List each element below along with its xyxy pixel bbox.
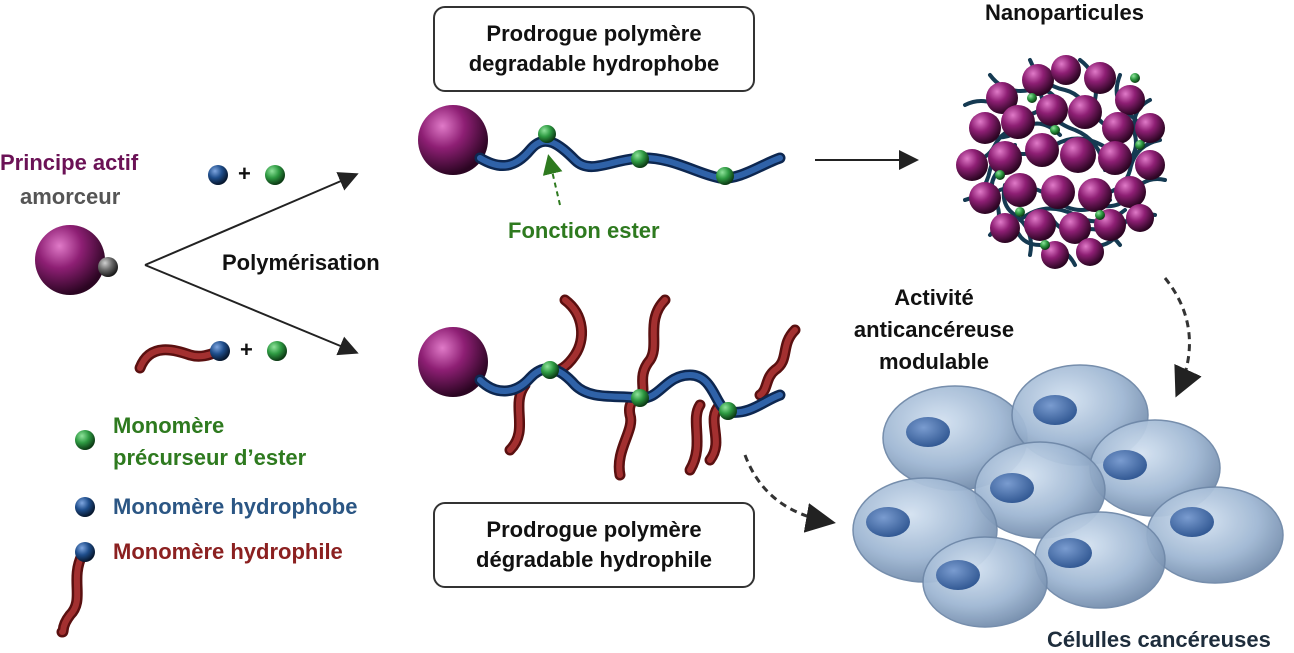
cellules-label: Célulles cancéreuses	[1047, 627, 1271, 652]
legend-hydrophobe-icon	[75, 497, 95, 517]
hydrophobic-prodrug-box: Prodrogue polymère degradable hydrophobe	[433, 6, 755, 92]
cancer-cells	[852, 364, 1284, 628]
arrow-to-hydrophobic	[144, 172, 359, 266]
dashed-arrow-hydrophilic-to-cells	[743, 454, 836, 533]
polymerisation-label: Polymérisation	[222, 250, 380, 275]
legend-ester-line1: Monomère	[113, 413, 225, 438]
ester-pointer-arrow	[542, 154, 563, 206]
hydrophobic-prodrug	[418, 105, 786, 185]
legend-ester-icon	[75, 430, 95, 450]
hydrophilic-box-line1: Prodrogue polymère	[486, 517, 702, 542]
nanoparticules-label: Nanoparticules	[985, 0, 1144, 25]
legend-ester-label: Monomère précurseur d’ester	[113, 410, 306, 474]
arrow-to-hydrophilic	[144, 264, 359, 356]
principe-actif-label: Principe actif	[0, 150, 139, 175]
plus-sign-bottom: +	[240, 337, 253, 362]
activite-line1: Activité	[894, 285, 974, 310]
hydrophobic-box-line2: degradable hydrophobe	[468, 51, 720, 76]
hydrophilic-prodrug-box: Prodrogue polymère dégradable hydrophile	[433, 502, 755, 588]
hydrophobic-monomer-mix	[208, 165, 285, 185]
legend-ester-line2: précurseur d’ester	[113, 445, 307, 470]
plus-sign-top: +	[238, 161, 251, 186]
amorceur-label: amorceur	[20, 184, 121, 209]
nanoparticle-cluster	[956, 55, 1167, 269]
activite-line3: modulable	[878, 349, 989, 374]
fonction-ester-label: Fonction ester	[508, 218, 660, 243]
dashed-arrow-nanoparticles-to-cells	[1163, 277, 1202, 398]
legend-hydrophile-label: Monomère hydrophile	[113, 539, 343, 564]
legend-hydrophile-icon	[56, 542, 95, 638]
activite-label: Activité anticancéreuse modulable	[840, 282, 1028, 378]
legend-hydrophobe-label: Monomère hydrophobe	[113, 494, 358, 519]
hydrophilic-monomer-mix	[134, 341, 287, 374]
hydrophobic-box-line1: Prodrogue polymère	[486, 21, 702, 46]
initiator-molecule	[35, 225, 118, 295]
activite-line2: anticancéreuse	[853, 317, 1015, 342]
hydrophilic-prodrug	[418, 294, 801, 481]
hydrophilic-box-line2: dégradable hydrophile	[476, 547, 712, 572]
